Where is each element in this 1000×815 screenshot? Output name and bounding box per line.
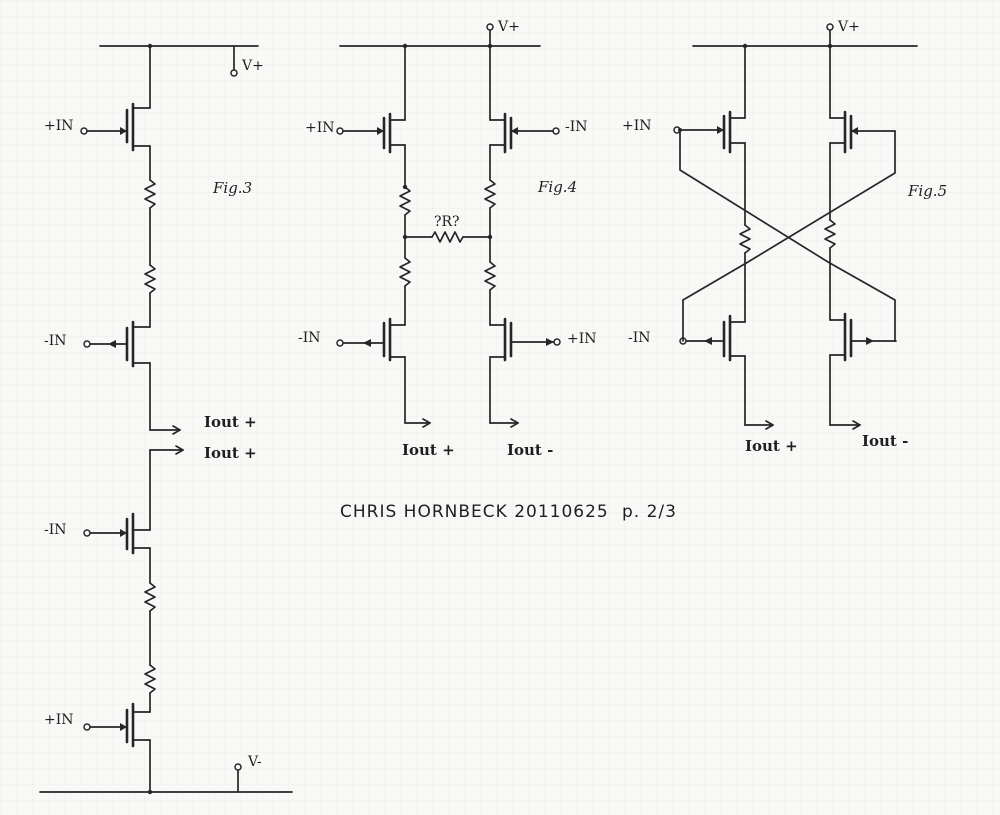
fig5-in-minus-label: -IN [628,330,651,346]
fig5-vplus-label: V+ [837,19,860,35]
fig3-title: Fig.3 [212,179,252,197]
fig4-in-minus-bottom-label: -IN [298,330,321,346]
fig5-transistor-left-top [673,110,746,154]
fig3-vminus-terminal [234,763,242,771]
fig5-transistor-right-top [829,110,896,154]
fig5-vplus-terminal [826,23,834,31]
author-signature: CHRIS HORNBECK 20110625 [340,502,609,522]
fig3-resistor-2 [144,264,156,294]
fig4-iout-minus-label: Iout - [507,441,553,459]
figure-3: V+ +IN -IN [39,43,293,795]
fig3-in-plus-bottom-label: +IN [44,712,74,728]
fig4-in-plus-bottom-label: +IN [567,331,597,347]
fig5-title: Fig.5 [907,182,947,200]
figure-5: V+ +IN -IN Iout + [622,19,947,455]
fig4-transistor-left-bottom [336,317,406,362]
fig3-in-minus-top-label: -IN [44,333,67,349]
fig4-transistor-right-bottom [489,317,561,362]
fig4-in-plus-label: +IN [305,120,335,136]
fig3-resistor-3 [144,582,156,612]
fig3-vminus-label: V- [247,754,262,770]
fig4-in-minus-top-label: -IN [565,119,588,135]
fig4-transistor-right-top [489,112,560,154]
fig3-vplus-label: V+ [241,58,264,74]
fig4-iout-plus-label: Iout + [402,441,455,459]
fig3-transistor-3 [83,512,151,555]
fig3-iout-a-label: Iout + [204,413,257,431]
page-number: p. 2/3 [622,502,677,522]
fig3-resistor-4 [144,664,156,694]
fig5-cross-wire-a [679,129,896,342]
fig3-in-plus-top-label: +IN [44,118,74,134]
fig5-iout-plus-label: Iout + [745,437,798,455]
fig5-iout-minus-label: Iout - [862,432,908,450]
fig3-vplus-terminal [230,69,238,77]
fig4-vplus-terminal [486,23,494,31]
fig3-transistor-2 [83,320,151,368]
fig3-iout-b-label: Iout + [204,444,257,462]
fig5-transistor-left-bottom [679,314,746,362]
fig5-cross-wire-b [682,130,896,342]
fig3-resistor-1 [144,179,156,209]
fig4-resistor-r [431,231,464,243]
fig4-resistor-label: ?R? [434,214,460,230]
figure-4: V+ +IN -IN [298,19,597,459]
fig4-transistor-left-top [336,112,406,154]
fig4-vplus-label: V+ [497,19,520,35]
fig5-transistor-right-bottom [829,312,897,362]
fig3-transistor-4 [83,702,151,748]
fig5-in-plus-label: +IN [622,118,652,134]
fig3-transistor-1 [80,102,151,152]
fig4-title: Fig.4 [537,178,577,196]
fig3-in-minus-bottom-label: -IN [44,522,67,538]
